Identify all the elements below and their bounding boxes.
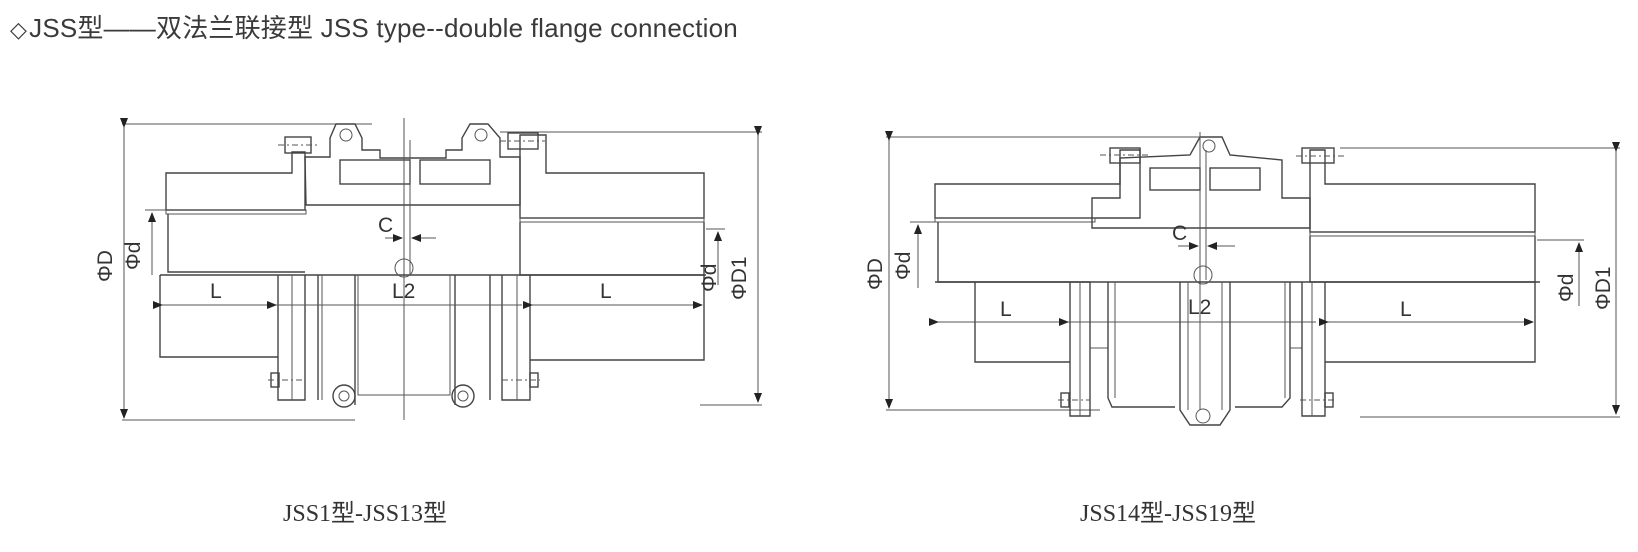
figure-1-drawing: ΦD Φd Φd ΦD1 C L L L2 <box>94 118 762 421</box>
fig2-label-bore-right: Φd <box>1555 274 1578 302</box>
heading-text: JSS型——双法兰联接型 JSS type--double flange con… <box>29 13 738 43</box>
fig1-label-sleeve-length: L2 <box>392 280 415 303</box>
fig1-label-outer-diameter: ΦD <box>94 250 117 282</box>
fig1-label-bore-right: Φd <box>698 264 721 292</box>
fig2-label-outer-diameter: ΦD <box>864 258 887 290</box>
figure-2-drawing: ΦD Φd Φd ΦD1 C L L L2 <box>864 131 1620 426</box>
fig1-label-flange-diameter: ΦD1 <box>728 256 751 300</box>
fig2-label-sleeve-length: L2 <box>1188 296 1211 319</box>
fig1-label-gap: C <box>378 214 393 237</box>
figure-2-caption: JSS14型-JSS19型 <box>1080 501 1257 527</box>
fig1-label-hub-length-left: L <box>210 280 222 303</box>
fig2-label-hub-length-right: L <box>1400 298 1412 321</box>
fig2-label-gap: C <box>1172 222 1187 245</box>
fig2-label-flange-diameter: ΦD1 <box>1592 266 1615 310</box>
figure-1-caption: JSS1型-JSS13型 <box>283 501 448 527</box>
fig2-label-bore-left: Φd <box>892 252 915 280</box>
fig2-label-hub-length-left: L <box>1000 298 1012 321</box>
page-heading: ◇JSS型——双法兰联接型 JSS type--double flange co… <box>10 8 738 45</box>
fig1-label-bore-left: Φd <box>122 242 145 270</box>
diamond-icon: ◇ <box>10 17 28 42</box>
fig1-label-hub-length-right: L <box>600 280 612 303</box>
